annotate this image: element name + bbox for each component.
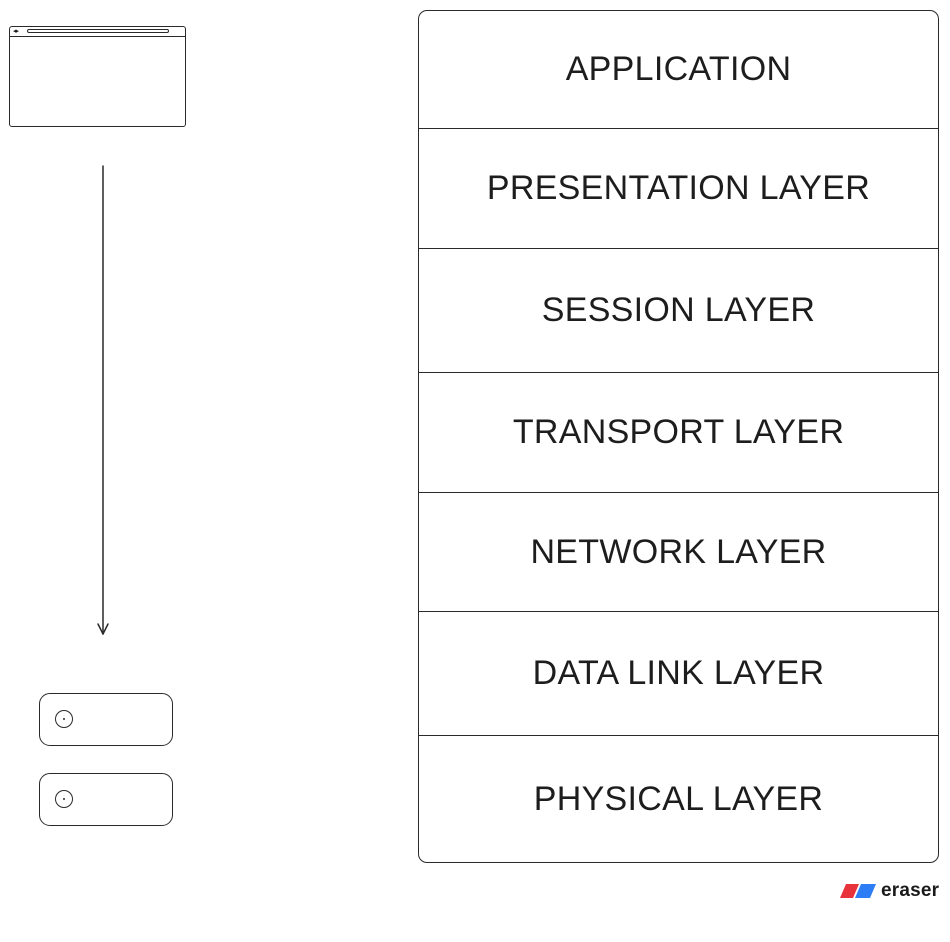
layer-label: NETWORK LAYER — [530, 532, 827, 571]
server-icon — [39, 693, 173, 746]
layer-network: NETWORK LAYER — [419, 493, 938, 611]
osi-layer-stack: APPLICATION PRESENTATION LAYER SESSION L… — [418, 10, 939, 863]
layer-transport: TRANSPORT LAYER — [419, 373, 938, 492]
server-icon — [39, 773, 173, 826]
layer-presentation: PRESENTATION LAYER — [419, 129, 938, 248]
browser-window-icon: ◂▸ — [9, 26, 186, 127]
layer-label: PRESENTATION LAYER — [486, 169, 871, 207]
arrow-down-icon — [97, 165, 109, 635]
eraser-logo-blue — [855, 884, 876, 898]
layer-physical: PHYSICAL LAYER — [419, 736, 938, 862]
layer-session: SESSION LAYER — [419, 249, 938, 372]
layer-divider — [419, 372, 938, 373]
layer-divider — [419, 492, 938, 493]
server-light-icon — [55, 710, 73, 728]
layer-application: APPLICATION — [419, 11, 938, 128]
layer-label: PHYSICAL LAYER — [533, 779, 824, 818]
layer-data-link: DATA LINK LAYER — [419, 612, 938, 735]
server-light-icon — [55, 790, 73, 808]
browser-address-bar — [27, 29, 169, 33]
layer-divider — [419, 611, 938, 612]
browser-title-bar: ◂▸ — [10, 27, 185, 37]
layer-label: DATA LINK LAYER — [532, 654, 825, 692]
layer-label: SESSION LAYER — [541, 291, 816, 329]
browser-nav-arrows-icon: ◂▸ — [13, 28, 19, 35]
eraser-wordmark: eraser — [881, 880, 940, 901]
layer-label: TRANSPORT LAYER — [512, 413, 845, 451]
eraser-watermark: eraser — [840, 880, 939, 902]
eraser-logo-icon — [840, 884, 876, 898]
layer-divider — [419, 735, 938, 736]
layer-divider — [419, 248, 938, 249]
eraser-logo-red — [840, 884, 859, 898]
layer-divider — [419, 128, 938, 129]
layer-label: APPLICATION — [565, 50, 792, 88]
